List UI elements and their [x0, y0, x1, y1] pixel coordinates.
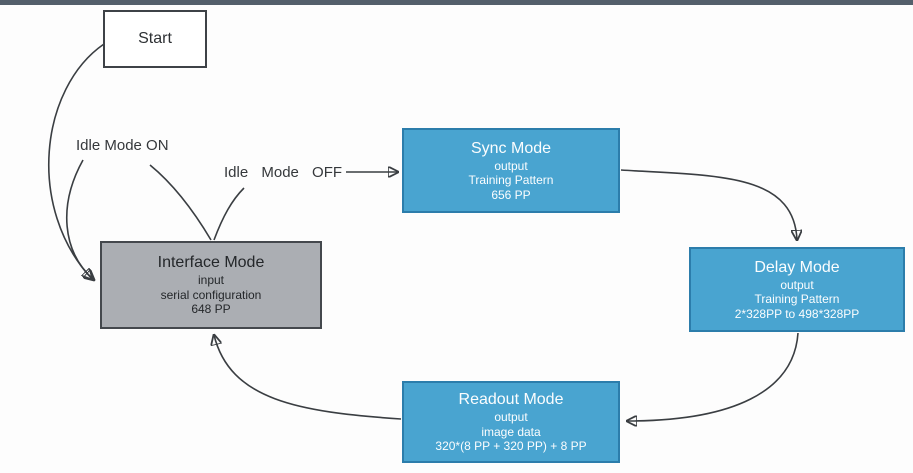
node-sync-line3: 656 PP [491, 187, 531, 202]
node-readout-title: Readout Mode [458, 391, 564, 409]
node-delay-line3: 2*328PP to 498*328PP [734, 306, 860, 321]
node-sync-line2: Training Pattern [468, 173, 554, 188]
node-interface-mode: Interface Mode input serial configuratio… [100, 241, 322, 329]
edge-sync-to-delay [620, 169, 797, 240]
node-delay-mode: Delay Mode output Training Pattern 2*328… [689, 247, 905, 332]
edge-readout-to-interface [214, 335, 402, 420]
node-delay-line2: Training Pattern [754, 292, 840, 307]
node-interface-title: Interface Mode [157, 254, 265, 272]
node-readout-mode: Readout Mode output image data 320*(8 PP… [402, 381, 620, 463]
edge-label-idle-mode-on: Idle Mode ON [76, 137, 169, 154]
node-interface-line3: 648 PP [191, 302, 231, 317]
node-readout-line1: output [494, 410, 528, 425]
edge-idle-on-loop-down [65, 159, 94, 280]
node-delay-title: Delay Mode [754, 258, 840, 276]
node-readout-line3: 320*(8 PP + 320 PP) + 8 PP [435, 439, 587, 454]
edge-label-idle-mode-off: Idle Mode OFF [224, 164, 343, 181]
node-delay-line1: output [780, 277, 814, 292]
node-start: Start [103, 10, 207, 68]
node-start-label: Start [138, 30, 172, 47]
edge-delay-to-readout [627, 332, 799, 421]
node-sync-title: Sync Mode [470, 139, 552, 157]
edge-start-to-interface [47, 43, 105, 279]
node-interface-line1: input [197, 273, 225, 288]
edge-idle-off-curve [213, 187, 245, 241]
node-sync-mode: Sync Mode output Training Pattern 656 PP [402, 128, 620, 213]
node-interface-line2: serial configuration [160, 287, 262, 302]
node-sync-line1: output [494, 158, 528, 173]
edge-idle-on-loop-up [149, 164, 212, 241]
top-bar [0, 0, 913, 5]
node-readout-line2: image data [481, 424, 541, 439]
